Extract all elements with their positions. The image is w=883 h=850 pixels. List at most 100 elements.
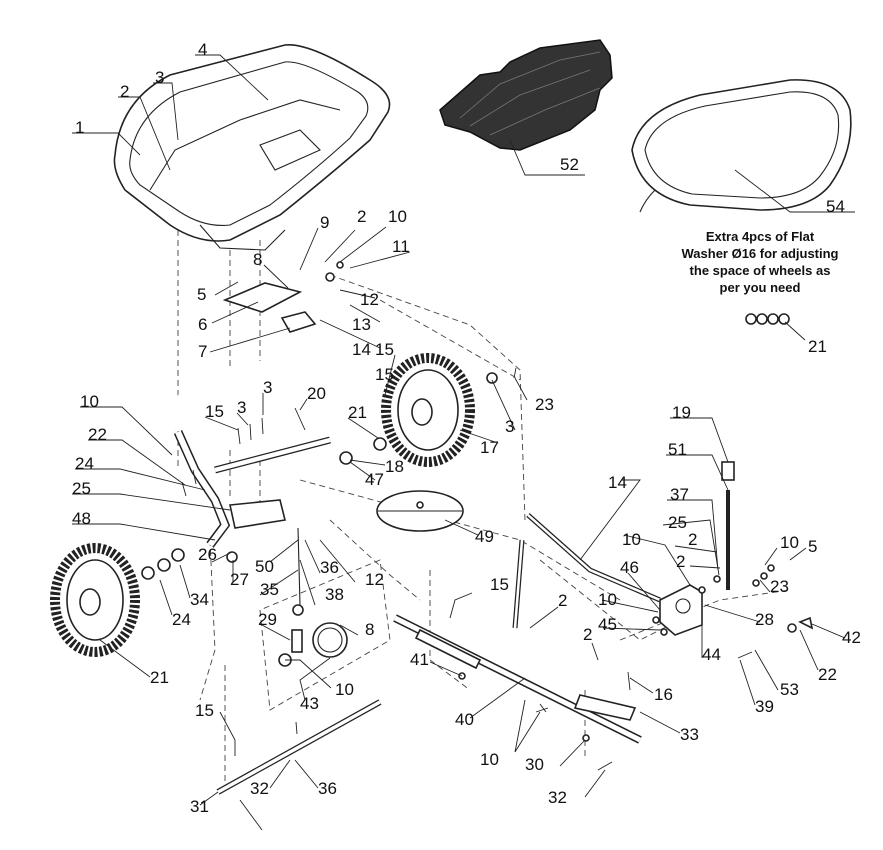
callout-label: 15 bbox=[375, 340, 394, 359]
callout-label: 49 bbox=[475, 527, 494, 546]
rubber-mat bbox=[439, 39, 613, 151]
callout-label: 10 bbox=[480, 750, 499, 769]
callout-label: 37 bbox=[670, 485, 689, 504]
callout-label: 10 bbox=[622, 530, 641, 549]
callout-label: 11 bbox=[392, 237, 410, 256]
callout-label: 22 bbox=[818, 665, 837, 684]
callout-label: 23 bbox=[535, 395, 554, 414]
callout-label: 21 bbox=[150, 668, 169, 687]
callout-label: 40 bbox=[455, 710, 474, 729]
callout-label: 10 bbox=[598, 590, 617, 609]
callout-label: 15 bbox=[195, 701, 214, 720]
note-line: Washer Ø16 for adjusting bbox=[681, 246, 839, 261]
callout-label: 10 bbox=[335, 680, 354, 699]
callout-label: 32 bbox=[548, 788, 567, 807]
callout-label: 39 bbox=[755, 697, 774, 716]
callout-label: 23 bbox=[770, 577, 789, 596]
callout-label: 45 bbox=[598, 615, 617, 634]
callout-label: 25 bbox=[668, 513, 687, 532]
callout-label: 15 bbox=[205, 402, 224, 421]
axle bbox=[216, 699, 382, 795]
callout-label: 6 bbox=[198, 315, 207, 334]
callout-label: 46 bbox=[620, 558, 639, 577]
callout-label: 51 bbox=[668, 440, 687, 459]
callout-label: 16 bbox=[654, 685, 673, 704]
callout-label: 3 bbox=[237, 398, 246, 417]
assembly-guide-lines bbox=[177, 230, 791, 790]
callout-label: 50 bbox=[255, 557, 274, 576]
callout-label: 14 bbox=[608, 473, 627, 492]
callout-label: 38 bbox=[325, 585, 344, 604]
control-rod bbox=[721, 461, 735, 590]
callout-label: 20 bbox=[307, 384, 326, 403]
callout-label: 13 bbox=[352, 315, 371, 334]
hopper-cover bbox=[631, 79, 852, 213]
mounting-plates bbox=[222, 282, 317, 333]
control-bracket bbox=[659, 584, 703, 636]
callout-label: 21 bbox=[808, 337, 827, 356]
callout-label: 42 bbox=[842, 628, 861, 647]
callout-label: 53 bbox=[780, 680, 799, 699]
callout-label: 10 bbox=[388, 207, 407, 226]
callout-label: 41 bbox=[410, 650, 429, 669]
callout-label: 5 bbox=[808, 537, 817, 556]
callout-label: 29 bbox=[258, 610, 277, 629]
callout-label: 35 bbox=[260, 580, 279, 599]
gear-assembly bbox=[278, 527, 348, 667]
callout-label: 15 bbox=[375, 365, 394, 384]
callout-label: 2 bbox=[676, 552, 685, 571]
wheel-right bbox=[381, 353, 475, 467]
callout-label: 15 bbox=[490, 575, 509, 594]
callout-label: 27 bbox=[230, 570, 249, 589]
callout-label: 12 bbox=[360, 290, 379, 309]
callout-label: 10 bbox=[780, 533, 799, 552]
hub-bushings bbox=[141, 372, 498, 580]
flat-washers bbox=[745, 313, 790, 325]
callout-label: 9 bbox=[320, 213, 329, 232]
brace-rods bbox=[512, 513, 661, 629]
callout-label: 21 bbox=[348, 403, 367, 422]
callout-label: 5 bbox=[197, 285, 206, 304]
callout-label: 33 bbox=[680, 725, 699, 744]
callout-label: 36 bbox=[318, 779, 337, 798]
callout-label: 12 bbox=[365, 570, 384, 589]
wheel-left bbox=[50, 543, 140, 657]
note-line: per you need bbox=[719, 280, 801, 295]
callout-label: 3 bbox=[155, 68, 164, 87]
callout-label: 22 bbox=[88, 425, 107, 444]
callout-label: 8 bbox=[365, 620, 374, 639]
callout-label: 2 bbox=[688, 530, 697, 549]
callout-label: 36 bbox=[320, 558, 339, 577]
callout-label: 43 bbox=[300, 694, 319, 713]
callout-label: 28 bbox=[755, 610, 774, 629]
callout-label: 47 bbox=[365, 470, 384, 489]
note-line: Extra 4pcs of Flat bbox=[705, 229, 815, 244]
callout-label: 18 bbox=[385, 457, 404, 476]
callout-label: 8 bbox=[253, 250, 262, 269]
callout-label: 52 bbox=[560, 155, 579, 174]
callout-label: 14 bbox=[352, 340, 371, 359]
callout-label: 30 bbox=[525, 755, 544, 774]
callout-label: 3 bbox=[505, 417, 514, 436]
callout-label: 2 bbox=[120, 82, 129, 101]
callout-label: 19 bbox=[672, 403, 691, 422]
spinner-plate bbox=[376, 490, 464, 532]
callout-label: 31 bbox=[190, 797, 209, 816]
callout-label: 2 bbox=[357, 207, 366, 226]
callout-label: 24 bbox=[172, 610, 191, 629]
callout-label: 7 bbox=[198, 342, 207, 361]
callout-label: 4 bbox=[198, 40, 207, 59]
callout-label: 1 bbox=[75, 118, 84, 137]
callout-label: 44 bbox=[702, 645, 721, 664]
callout-label: 34 bbox=[190, 590, 209, 609]
callout-label: 3 bbox=[263, 378, 272, 397]
callout-label: 26 bbox=[198, 545, 217, 564]
callout-label: 10 bbox=[80, 392, 99, 411]
callout-label: 32 bbox=[250, 779, 269, 798]
callout-label: 17 bbox=[480, 438, 499, 457]
hopper bbox=[113, 44, 391, 251]
callout-label: 48 bbox=[72, 509, 91, 528]
extra-washer-note: Extra 4pcs of Flat Washer Ø16 for adjust… bbox=[660, 228, 860, 296]
